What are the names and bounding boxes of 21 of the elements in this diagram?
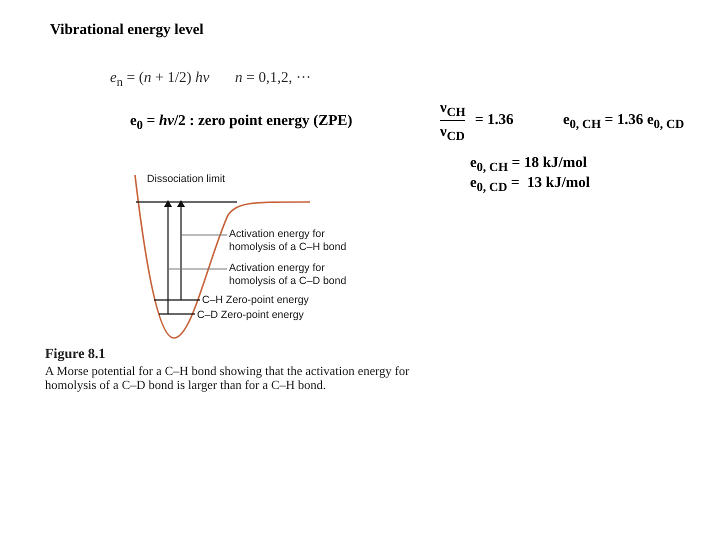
formula: e$_{0, CH}$ = 1.36 e$_{0, CD}$ xyxy=(563,112,684,132)
figure-number: Figure 8.1 xyxy=(45,348,106,362)
plot-label: C–H Zero-point energy xyxy=(202,294,309,307)
formula: e$_{0, CD}$ = 13 kJ/mol xyxy=(470,175,590,195)
energy-arrow xyxy=(164,200,172,314)
formula: ν$_{CH}$ xyxy=(440,100,466,121)
caption: A Morse potential for a C–H bond showing that the activation energy for homolysis of a C–D bond is larger than for a C–H bond. xyxy=(45,364,410,392)
leader-line xyxy=(182,234,228,236)
formula: e$_{0}$ = hν/2 : zero point energy (ZPE) xyxy=(130,113,352,133)
formula: ν$_{CD}$ xyxy=(440,124,465,144)
leader-line xyxy=(168,268,228,270)
formula: n = 0,1,2, ··· xyxy=(235,70,311,87)
plot-label: Dissociation limit xyxy=(146,173,226,186)
formula: = 1.36 xyxy=(475,112,514,129)
plot-label: Activation energy for homolysis of a C–H bond xyxy=(229,228,369,254)
plot-label: Activation energy for homolysis of a C–D bond xyxy=(229,262,369,288)
energy-arrow xyxy=(177,200,185,300)
title: Vibrational energy level xyxy=(50,22,204,39)
plot-label: C–D Zero-point energy xyxy=(197,309,304,322)
formula: e$_{0, CH}$ = 18 kJ/mol xyxy=(470,155,587,175)
formula: e$_{n}$ = (n + 1/2) hν xyxy=(110,70,210,90)
